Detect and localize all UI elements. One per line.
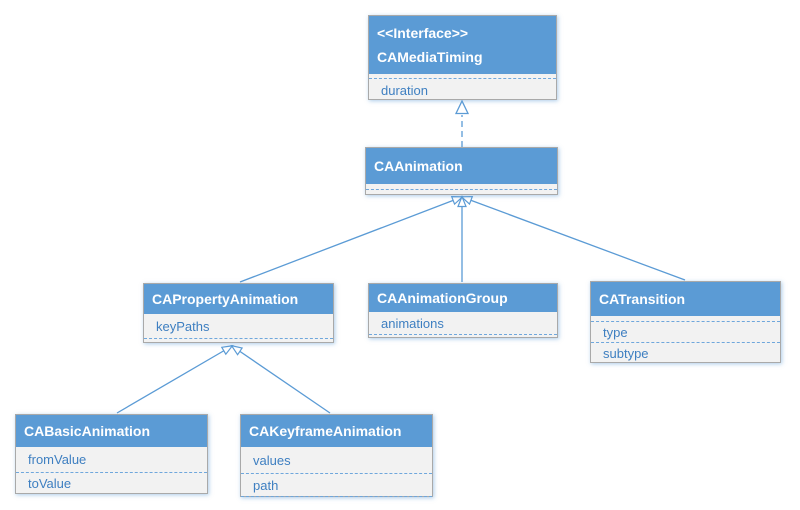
class-box-caanimation: CAAnimation	[365, 147, 558, 195]
class-name: CAPropertyAnimation	[152, 291, 299, 307]
compartment-separator	[241, 473, 432, 474]
class-header: CAAnimation	[366, 148, 557, 184]
class-name: CAKeyframeAnimation	[249, 423, 402, 439]
class-header: CAKeyframeAnimation	[241, 415, 432, 447]
realization-arrowhead-icon	[454, 99, 470, 115]
class-name: CATransition	[599, 291, 686, 307]
generalization-line-cabasicanimation-capropertyanimation	[116, 346, 232, 414]
compartment-separator	[369, 334, 557, 335]
class-attribute: fromValue	[28, 452, 87, 467]
generalization-line-capropertyanimation-caanimation	[239, 197, 462, 283]
class-attribute: type	[603, 324, 628, 340]
class-box-camediatiming: <<Interface>> CAMediaTiming duration	[368, 15, 557, 100]
generalization-line-catransition-caanimation	[462, 197, 686, 281]
class-header: CATransition	[591, 282, 780, 316]
compartment-spacer	[144, 339, 333, 344]
class-box-caanimationgroup: CAAnimationGroup animations	[368, 283, 558, 338]
class-name: CAAnimationGroup	[377, 290, 508, 306]
class-attribute: toValue	[28, 476, 72, 491]
class-attribute: values	[253, 452, 291, 468]
class-stereotype: <<Interface>>	[377, 25, 469, 41]
class-header: <<Interface>> CAMediaTiming	[369, 16, 556, 74]
class-attribute: path	[253, 477, 279, 493]
class-name: CAMediaTiming	[377, 49, 483, 65]
compartment-separator	[366, 189, 557, 190]
compartment-separator	[241, 496, 432, 497]
class-attribute: subtype	[603, 346, 649, 361]
class-box-catransition: CATransition type subtype	[590, 281, 781, 363]
class-name: CABasicAnimation	[24, 423, 151, 439]
compartment-separator	[591, 321, 780, 322]
class-attribute: duration	[381, 82, 428, 98]
class-box-cabasicanimation: CABasicAnimation fromValue toValue	[15, 414, 208, 494]
class-header: CAPropertyAnimation	[144, 284, 333, 314]
compartment-spacer	[241, 497, 432, 499]
compartment-separator	[144, 338, 333, 339]
class-attribute: keyPaths	[156, 318, 210, 334]
generalization-line-cakeyframeanimation-capropertyanimation	[232, 346, 331, 414]
compartment-spacer	[369, 335, 557, 339]
class-attribute: animations	[381, 315, 444, 331]
class-box-cakeyframeanimation: CAKeyframeAnimation values path	[240, 414, 433, 497]
class-name: CAAnimation	[374, 158, 463, 174]
class-header: CAAnimationGroup	[369, 284, 557, 312]
compartment-separator	[16, 472, 207, 473]
compartment-separator	[369, 78, 556, 79]
class-box-capropertyanimation: CAPropertyAnimation keyPaths	[143, 283, 334, 343]
class-header: CABasicAnimation	[16, 415, 207, 447]
compartment-separator	[591, 342, 780, 343]
